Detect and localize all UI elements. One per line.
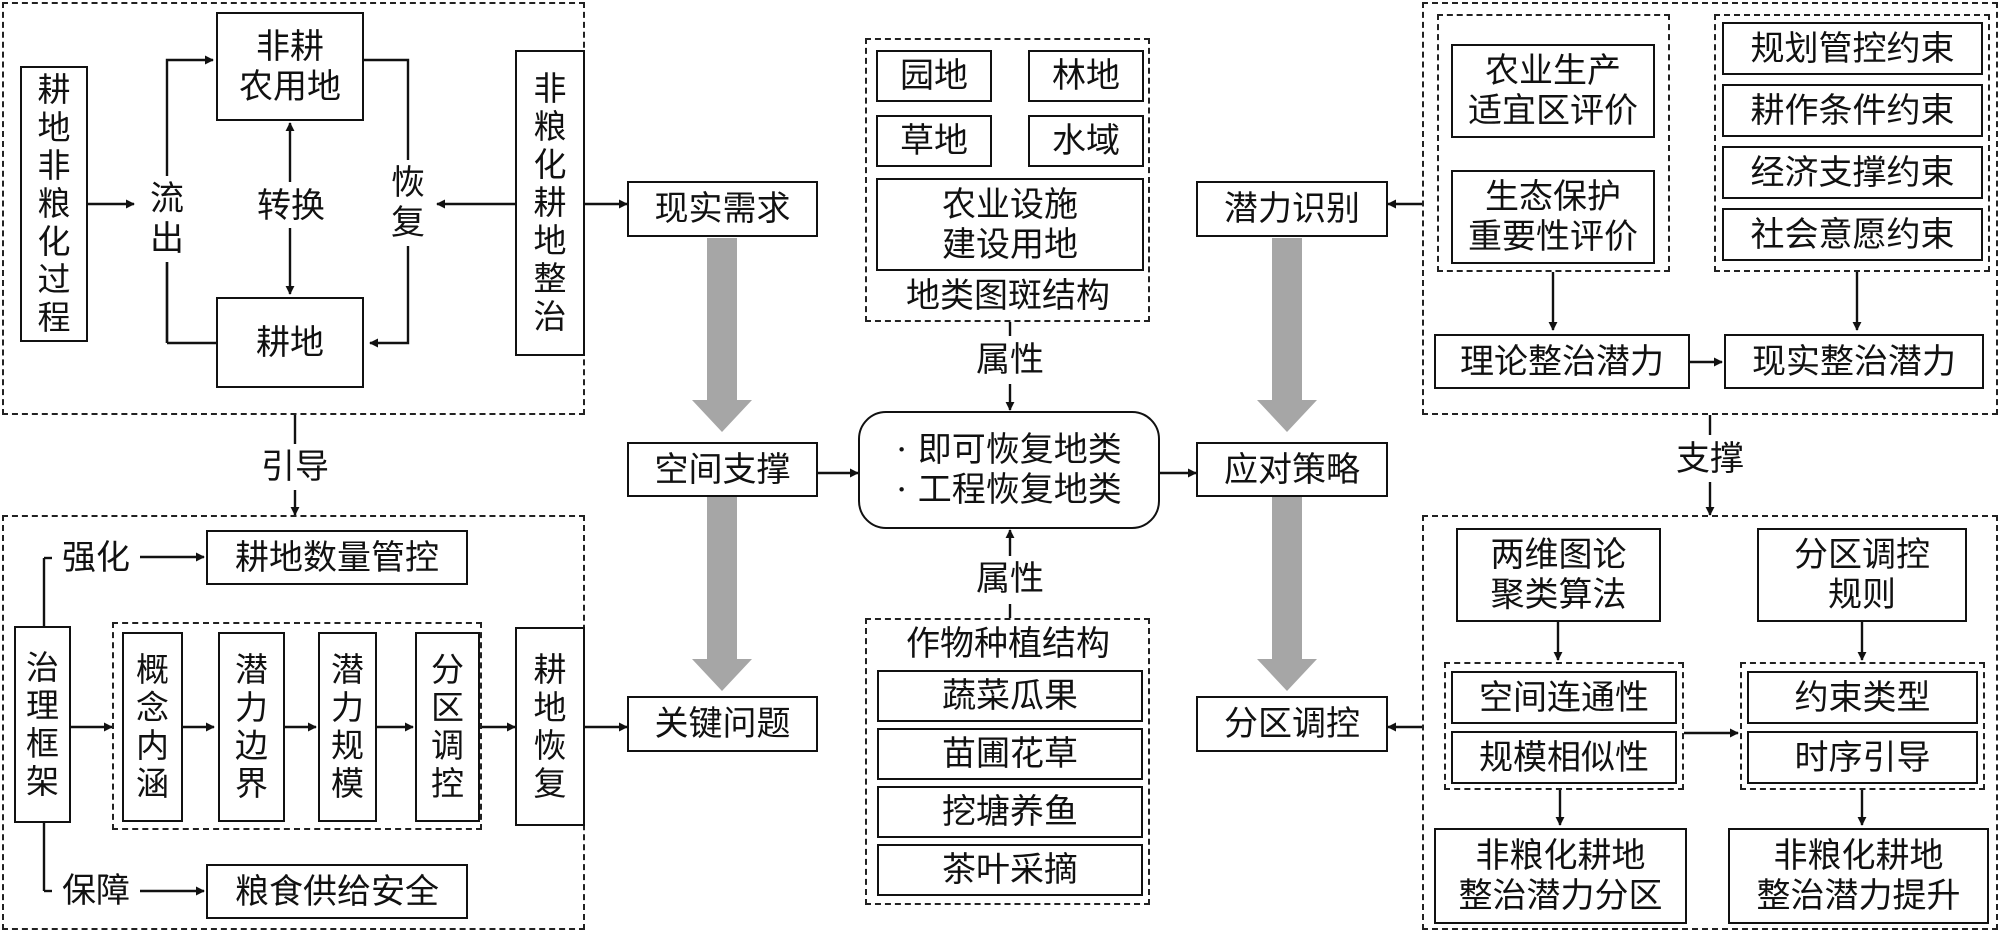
box-timing-guide: 时序引导 [1747,731,1978,784]
big-arrow-support-key [692,495,752,691]
box-social-constraint: 社会意愿约束 [1722,208,1983,261]
group-framework-steps [112,622,482,830]
label-outflow: 流出 [147,176,187,262]
big-arrow-identify-strategy [1257,238,1317,432]
box-farmland: 耕地 [216,297,364,388]
box-process: 耕地非粮化过程 [20,66,88,342]
box-planning-constraint: 规划管控约束 [1722,22,1983,75]
label-restore: 恢复 [388,160,428,246]
box-space-support: 空间支撑 [627,442,818,497]
box-zoning-rule: 分区调控 规则 [1757,528,1967,622]
box-theoretical-potential: 理论整治潜力 [1434,334,1690,389]
box-agri-suitability: 农业生产 适宜区评价 [1451,44,1655,138]
label-land-parcel-structure: 地类图斑结构 [906,276,1110,316]
box-framework: 治理框架 [14,626,71,823]
box-restorable-land-types: · 即可恢复地类 · 工程恢复地类 [858,411,1160,529]
box-scale-similarity: 规模相似性 [1451,731,1677,784]
label-attribute-top: 属性 [962,337,1058,383]
box-potential-improve: 非粮化耕地 整治潜力提升 [1728,828,1989,924]
label-guarantee: 保障 [52,869,140,913]
box-concept: 概念内涵 [122,632,183,822]
box-food-security: 粮食供给安全 [206,864,468,919]
box-zoning-regulation: 分区调控 [1196,696,1388,752]
box-farmland-quantity: 耕地数量管控 [206,530,468,585]
box-constraint-type: 约束类型 [1747,671,1978,724]
box-nonfarm-agri: 非耕 农用地 [216,12,364,121]
box-real-demand: 现实需求 [627,181,818,237]
label-attribute-bottom: 属性 [962,556,1058,602]
box-water: 水域 [1028,115,1144,167]
box-potential-identify: 潜力识别 [1196,181,1388,237]
box-forest: 林地 [1028,50,1144,102]
group-zoning-indicators [1444,662,1684,790]
box-farmland-recover: 耕地恢复 [515,627,585,826]
item-engineering-restore: · 工程恢复地类 [896,470,1122,510]
group-potential-identify [1422,2,1998,415]
group-evaluation [1437,14,1670,272]
label-convert: 转换 [248,184,334,228]
group-land-parcel-structure [865,38,1150,322]
box-potential-boundary: 潜力边界 [218,632,285,822]
group-zoning [1422,515,1998,930]
box-tea-picking: 茶叶采摘 [877,844,1143,896]
box-orchard: 园地 [876,50,992,102]
label-crop-structure: 作物种植结构 [906,624,1110,664]
box-spatial-connectivity: 空间连通性 [1451,671,1677,724]
box-potential-zoning: 非粮化耕地 整治潜力分区 [1434,828,1687,924]
box-cultivation-constraint: 耕作条件约束 [1722,84,1983,137]
box-fish-pond: 挖塘养鱼 [877,786,1143,838]
group-constraints [1714,14,1990,272]
box-nursery-flowers: 苗圃花草 [877,728,1143,780]
box-vegetables-fruits: 蔬菜瓜果 [877,670,1143,722]
big-arrow-strategy-zoning [1257,495,1317,691]
box-response-strategy: 应对策略 [1196,442,1388,497]
label-strengthen: 强化 [52,536,140,580]
box-potential-scale: 潜力规模 [318,632,377,822]
box-real-potential: 现实整治潜力 [1724,334,1984,389]
box-graph-clustering: 两维图论 聚类算法 [1456,528,1661,622]
box-zoning-control: 分区调控 [415,632,480,822]
box-key-issue: 关键问题 [627,696,818,752]
group-crop-structure [865,618,1150,905]
big-arrow-demand-support [692,238,752,432]
item-immediate-restore: · 即可恢复地类 [896,430,1122,470]
group-regulation-items [1740,662,1985,790]
box-grassland: 草地 [876,115,992,167]
label-guide: 引导 [252,444,338,490]
box-agri-facility: 农业设施 建设用地 [876,178,1144,271]
label-support: 支撑 [1664,436,1756,482]
box-remediation: 非粮化耕地整治 [515,50,585,356]
box-eco-importance: 生态保护 重要性评价 [1451,170,1655,264]
box-economic-constraint: 经济支撑约束 [1722,146,1983,199]
